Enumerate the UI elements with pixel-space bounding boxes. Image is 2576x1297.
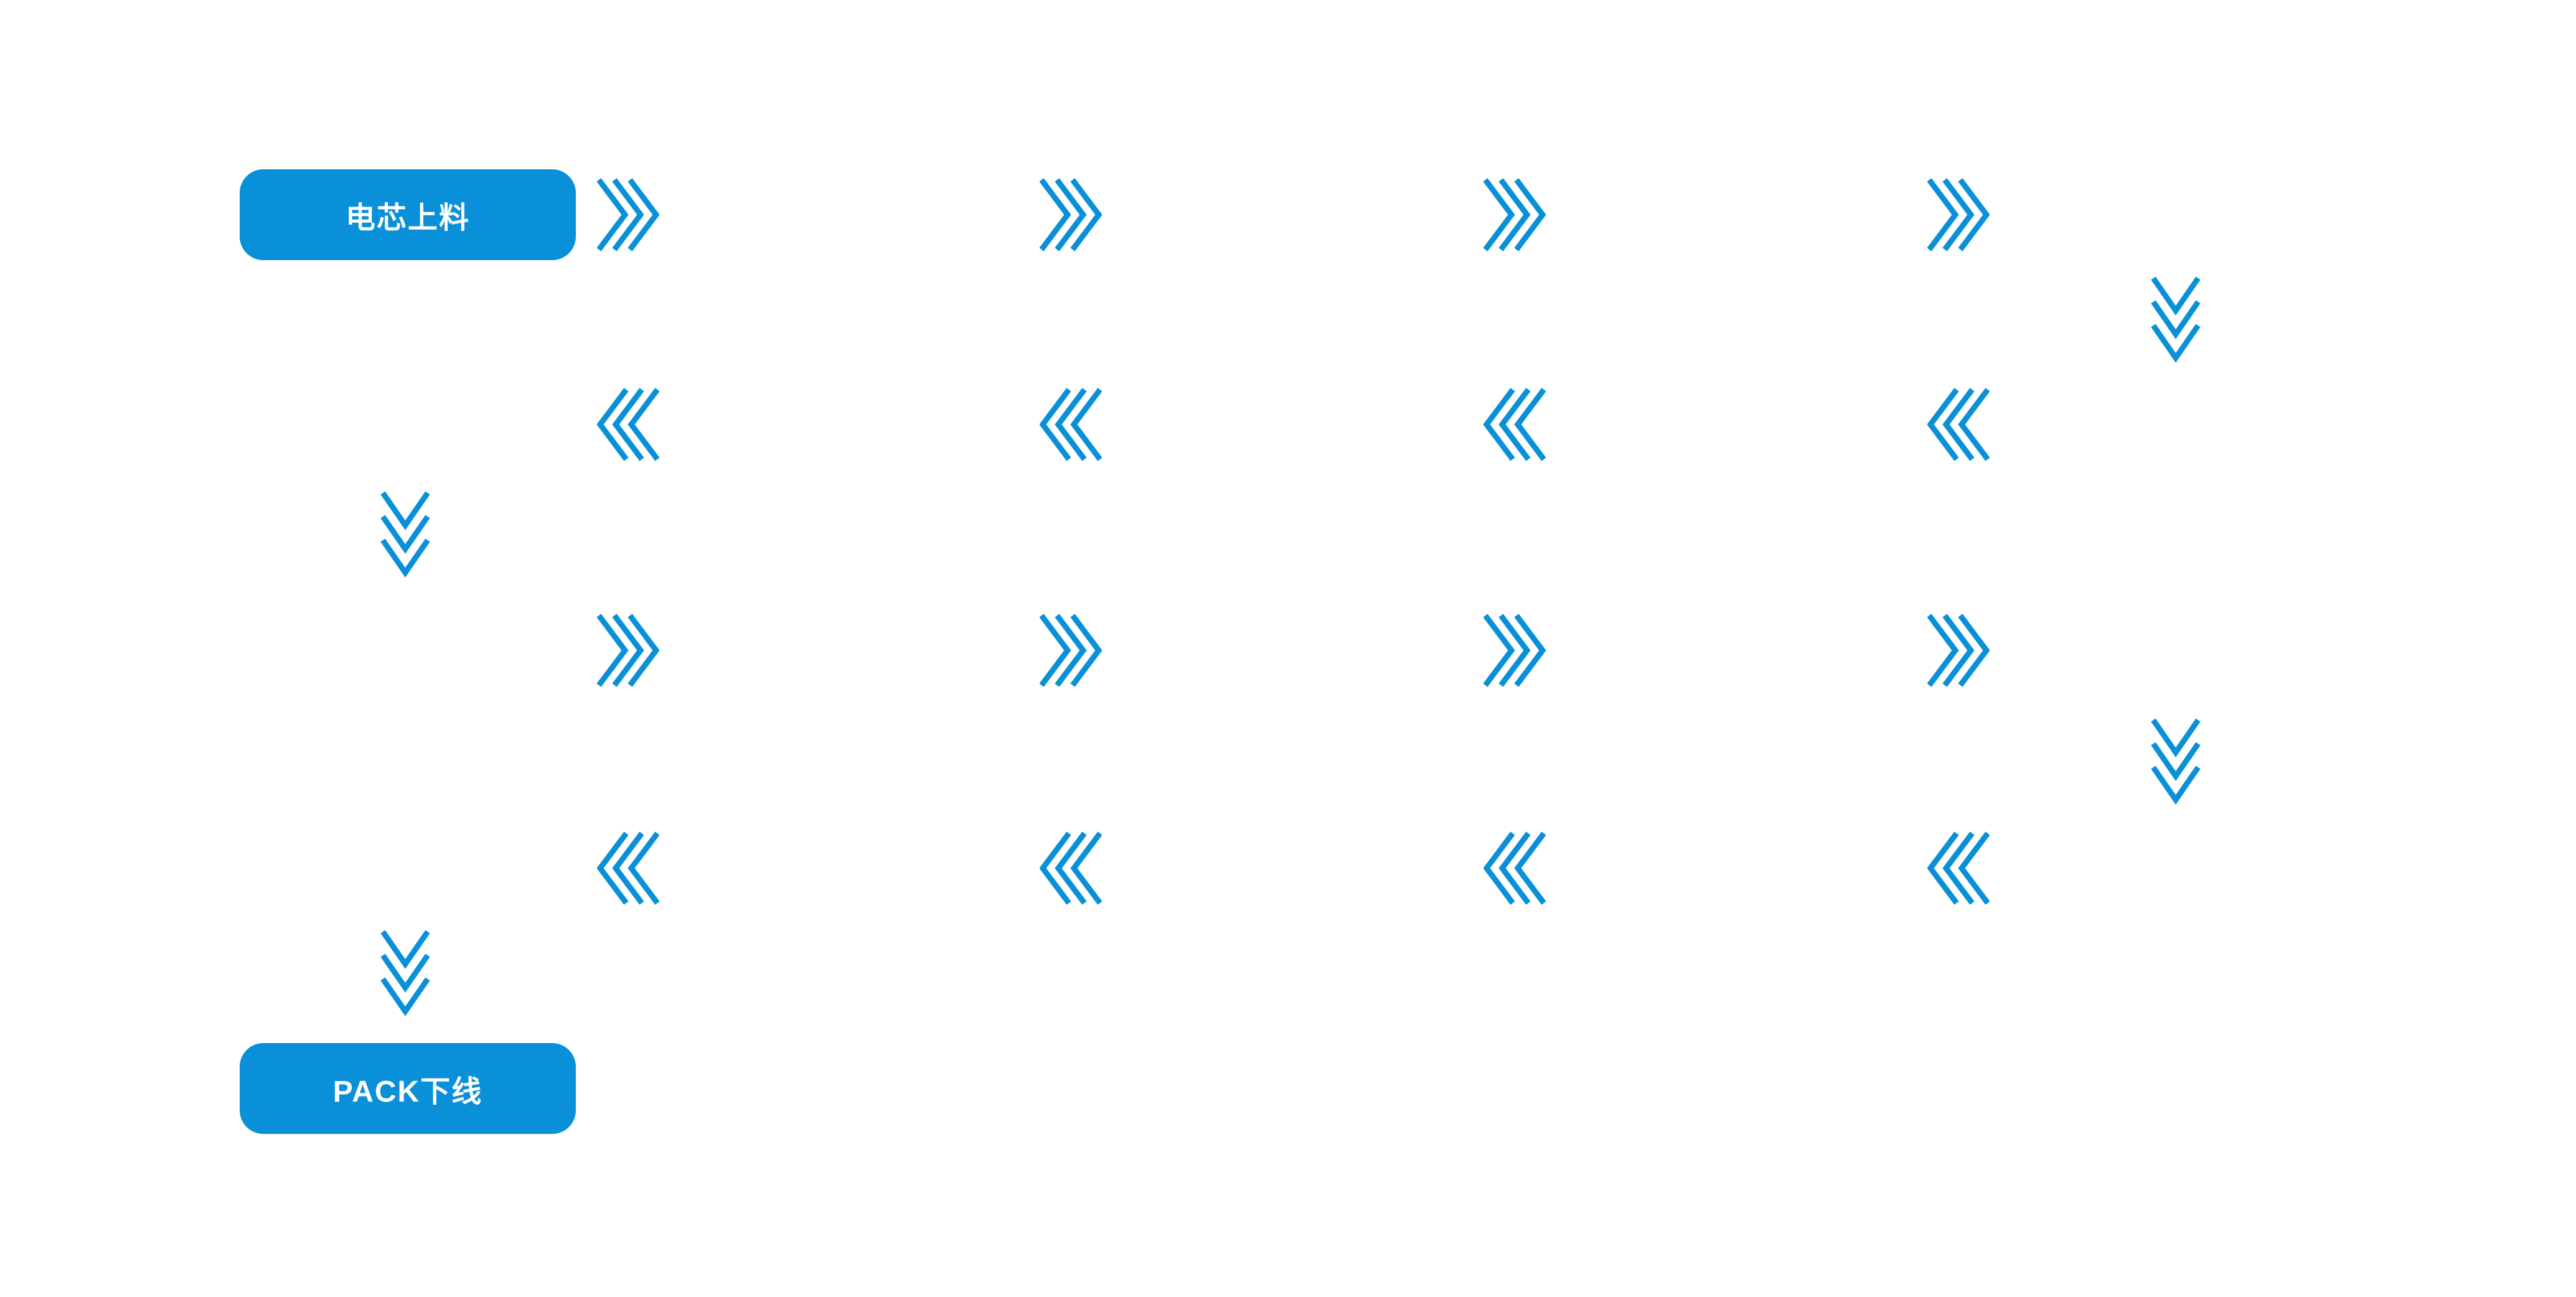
chevron-left-icon: [1040, 831, 1102, 906]
chevron-left-icon: [1927, 387, 1990, 462]
chevron-left-icon: [1927, 831, 1990, 906]
chevron-down-icon: [380, 929, 430, 1016]
start-node-label: 电芯上料: [345, 202, 470, 235]
chevron-right-icon: [1927, 177, 1990, 252]
chevron-right-icon: [1040, 613, 1102, 688]
chevron-down-icon: [380, 490, 430, 578]
chevron-left-icon: [1483, 831, 1546, 906]
chevron-left-icon: [597, 387, 659, 462]
start-node: 电芯上料: [240, 169, 576, 260]
chevron-left-icon: [1040, 387, 1102, 462]
chevron-right-icon: [1483, 177, 1546, 252]
chevron-right-icon: [597, 177, 659, 252]
chevron-down-icon: [2151, 718, 2201, 805]
chevron-right-icon: [1927, 613, 1990, 688]
end-node-label: PACK下线: [332, 1075, 483, 1108]
chevron-left-icon: [1483, 387, 1546, 462]
chevron-right-icon: [1483, 613, 1546, 688]
chevron-left-icon: [597, 831, 659, 906]
end-node: PACK下线: [240, 1043, 576, 1134]
chevron-right-icon: [1040, 177, 1102, 252]
chevron-down-icon: [2151, 276, 2201, 363]
chevron-right-icon: [597, 613, 659, 688]
